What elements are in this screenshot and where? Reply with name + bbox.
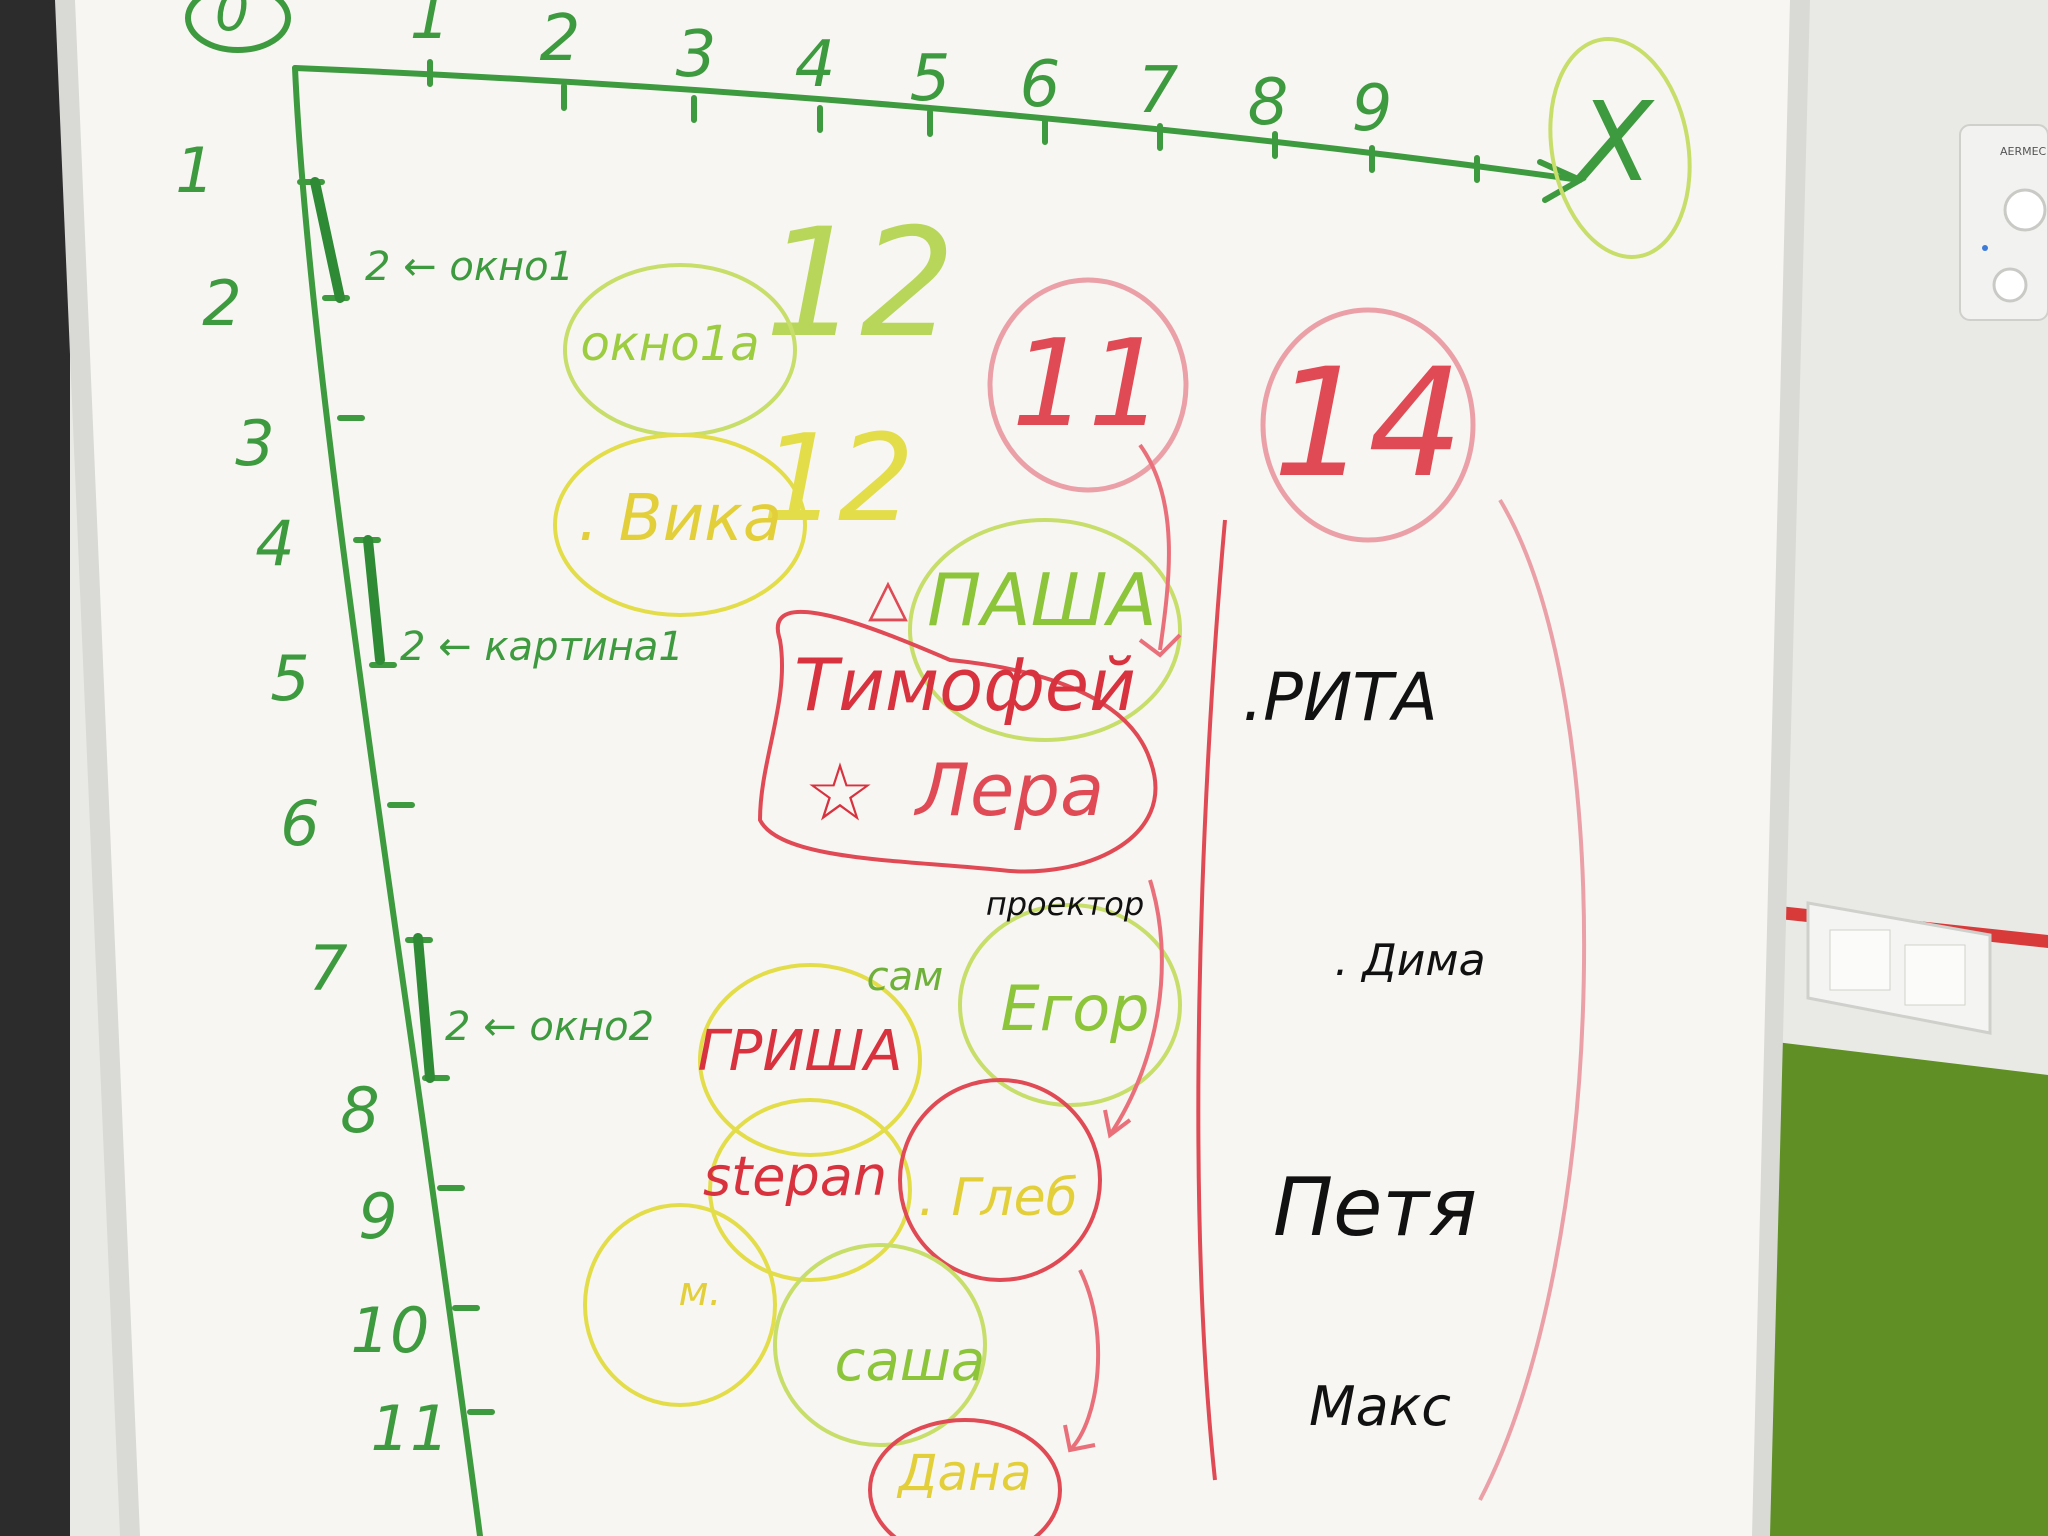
circle-pasha <box>908 518 1182 742</box>
x-tick-2: 2 <box>540 2 581 76</box>
x-axis-label: X <box>1572 78 1655 206</box>
x-tick-4: 4 <box>795 28 836 102</box>
y-tick-11: 11 <box>371 1392 450 1465</box>
y-tick-8: 8 <box>340 1074 379 1147</box>
origin-circle <box>185 0 291 53</box>
name-stepan: stepan <box>703 1145 887 1208</box>
name-dana: Дана <box>896 1444 1031 1502</box>
name-maks: Макс <box>1309 1375 1451 1438</box>
arrow-gleb-to-dana <box>1068 1269 1101 1452</box>
thermostat-device: AERMEC <box>1959 124 2048 321</box>
name-okno1a: окно1а <box>580 316 759 372</box>
x-tick-3: 3 <box>676 18 717 92</box>
y-axis-line <box>292 65 483 1536</box>
label-picture1: 2 ← картина1 <box>400 624 684 670</box>
group4-right-bracket <box>1478 498 1587 1501</box>
name-egor: Егор <box>1000 972 1149 1045</box>
name-grisha: ГРИША <box>697 1019 902 1084</box>
triangle-mark: △ <box>868 568 908 628</box>
circle-timofey-lera <box>757 609 1158 874</box>
name-circles <box>553 263 1587 1536</box>
circle-egor <box>958 903 1182 1107</box>
circle-m <box>583 1203 777 1407</box>
name-rita: .РИТА <box>1242 659 1438 736</box>
picture1-segment <box>363 535 385 665</box>
name-dima: . Дима <box>1334 935 1485 986</box>
circle-gleb <box>898 1078 1102 1282</box>
circle-dana <box>868 1418 1062 1536</box>
x-tick-7: 7 <box>1138 54 1179 128</box>
group4-left-bracket <box>1196 519 1227 1481</box>
circle-stepan <box>708 1098 912 1282</box>
name-m: м. <box>679 1269 722 1315</box>
x-tick-8: 8 <box>1248 66 1289 140</box>
x-label-circle <box>1548 37 1692 259</box>
window2-segment <box>413 933 435 1083</box>
arrow-11-to-pasha <box>1138 443 1171 651</box>
circle-vika <box>553 433 807 617</box>
side-labels: 2 ← окно1 2 ← картина1 2 ← окно2 <box>365 244 684 1050</box>
y-tick-10: 10 <box>351 1294 430 1367</box>
count-circle-14 <box>1260 307 1476 543</box>
flipchart-paper <box>75 0 1790 1536</box>
group-count-4: 14 <box>1273 337 1464 511</box>
name-lera: Лера <box>913 748 1104 832</box>
star-mark: ☆ <box>804 746 876 839</box>
x-tick-9: 9 <box>1352 72 1393 146</box>
name-timofey: Тимофей <box>794 643 1136 727</box>
name-sam: сам <box>867 954 944 1000</box>
x-tick-6: 6 <box>1020 48 1061 122</box>
label-window2: 2 ← окно2 <box>445 1004 654 1050</box>
count-circle-11 <box>987 277 1189 493</box>
light-switch-plate <box>1806 901 1992 1035</box>
y-tick-2: 2 <box>202 267 241 340</box>
thermostat-brand-label: AERMEC <box>2000 145 2047 158</box>
group-count-3: 11 <box>1012 315 1165 454</box>
name-proektor: проектор <box>986 885 1144 923</box>
name-gleb: . Глеб <box>918 1168 1077 1228</box>
name-petya: Петя <box>1273 1161 1477 1254</box>
y-tick-labels: 1 2 3 4 5 6 7 8 9 10 11 <box>175 134 449 1465</box>
name-sasha: саша <box>835 1329 986 1394</box>
window1-segment <box>310 177 345 303</box>
y-tick-6: 6 <box>280 787 319 860</box>
circle-sasha <box>773 1243 987 1447</box>
wall-segments <box>310 177 435 1083</box>
circle-grisha <box>698 963 922 1157</box>
y-tick-4: 4 <box>255 507 294 580</box>
dark-left-edge <box>0 0 70 1536</box>
x-tick-5: 5 <box>910 42 951 116</box>
y-tick-1: 1 <box>175 134 214 207</box>
x-tick-1: 1 <box>410 0 451 54</box>
x-tick-labels: 1 2 3 4 5 6 7 8 9 <box>410 0 1393 146</box>
y-tick-3: 3 <box>235 407 274 480</box>
green-wall-panel <box>1760 1040 2048 1536</box>
y-tick-5: 5 <box>270 642 309 715</box>
label-window1: 2 ← окно1 <box>365 244 574 290</box>
order-arrows <box>1063 443 1182 1453</box>
group-count-2: 12 <box>762 410 915 549</box>
y-tick-7: 7 <box>308 932 347 1005</box>
x-axis-line <box>292 65 1583 183</box>
arrow-lera-to-gleb <box>1108 879 1164 1137</box>
y-tick-9: 9 <box>358 1180 397 1253</box>
name-vika: . Вика <box>578 482 782 556</box>
name-pasha: ПАША <box>927 558 1157 642</box>
origin-label: 0 <box>215 0 249 43</box>
